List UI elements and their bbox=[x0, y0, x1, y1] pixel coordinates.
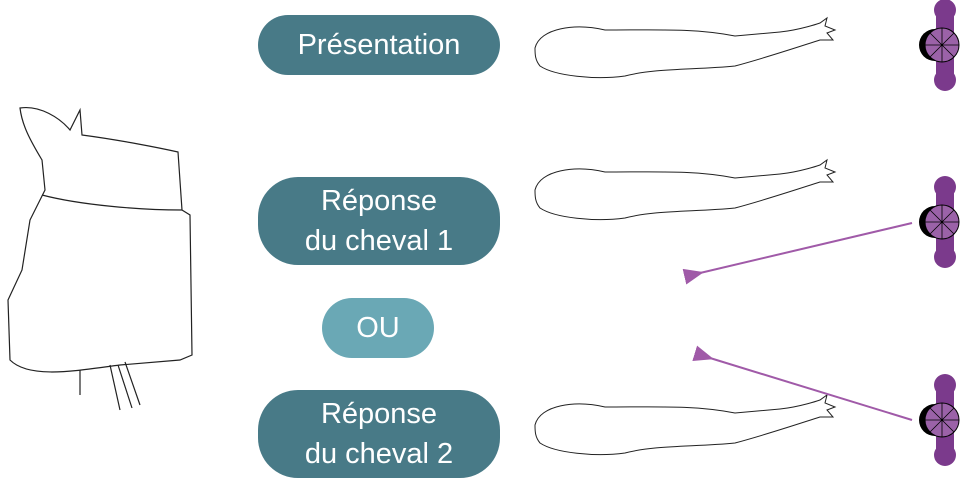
arm-presentation bbox=[534, 17, 836, 79]
response-2-line2: du cheval 2 bbox=[304, 438, 454, 470]
response-1-line2: du cheval 1 bbox=[304, 225, 454, 257]
response-2-label: Réponse du cheval 2 bbox=[258, 390, 500, 478]
presentation-label: Présentation bbox=[258, 15, 500, 75]
arrow-response-2 bbox=[692, 345, 913, 421]
arm-response-1 bbox=[534, 159, 836, 221]
or-label: OU bbox=[322, 298, 434, 358]
response-1-label: Réponse du cheval 1 bbox=[258, 177, 500, 265]
response-2-line1: Réponse bbox=[320, 398, 438, 430]
or-text: OU bbox=[356, 312, 400, 344]
response-1-line1: Réponse bbox=[320, 185, 438, 217]
tool-icon bbox=[918, 373, 960, 467]
arrow-response-1 bbox=[682, 222, 913, 285]
presentation-text: Présentation bbox=[297, 29, 461, 61]
horse-drawing bbox=[7, 106, 193, 411]
arm-response-2 bbox=[534, 394, 836, 456]
tool-icon bbox=[918, 0, 960, 92]
tool-icon bbox=[918, 175, 960, 269]
